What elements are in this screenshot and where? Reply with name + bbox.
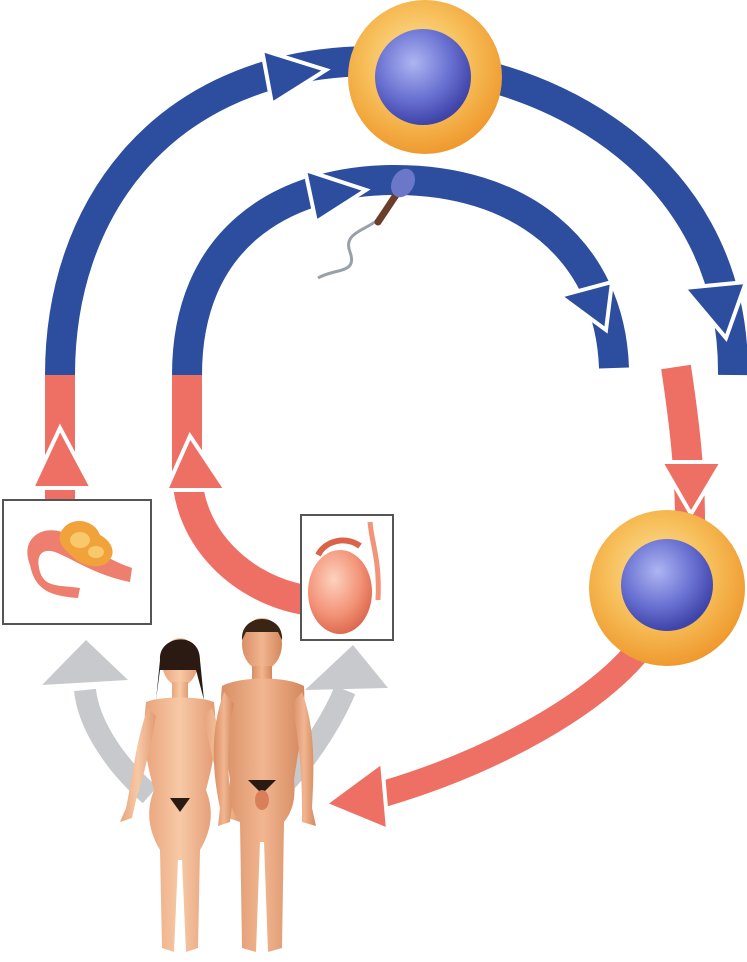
grey-arrowhead-left (42, 640, 128, 685)
arrowhead-inner-right (555, 279, 615, 334)
egg-cell-icon (348, 0, 502, 154)
zygote-cell-icon (589, 510, 745, 666)
arrowhead-outer-right (680, 279, 747, 342)
zygote-to-adults (320, 639, 651, 834)
male-figure-icon (213, 618, 316, 952)
arrowhead-outer-top (259, 47, 331, 108)
arrowhead-development (320, 758, 391, 834)
grey-arrowhead-right (305, 645, 388, 690)
inner-haploid-arrow (172, 164, 629, 376)
testis-inset-icon (300, 514, 394, 641)
sperm-cell-icon (317, 168, 415, 280)
ovary-inset-icon (2, 499, 152, 625)
arrowhead-outer-down (657, 460, 726, 518)
arrowhead-inner-left-up (162, 431, 230, 492)
arrowhead-outer-left-up (28, 423, 96, 490)
inner-cycle (162, 164, 629, 615)
arrowhead-inner-top (302, 167, 371, 226)
development-arrow (376, 639, 651, 808)
